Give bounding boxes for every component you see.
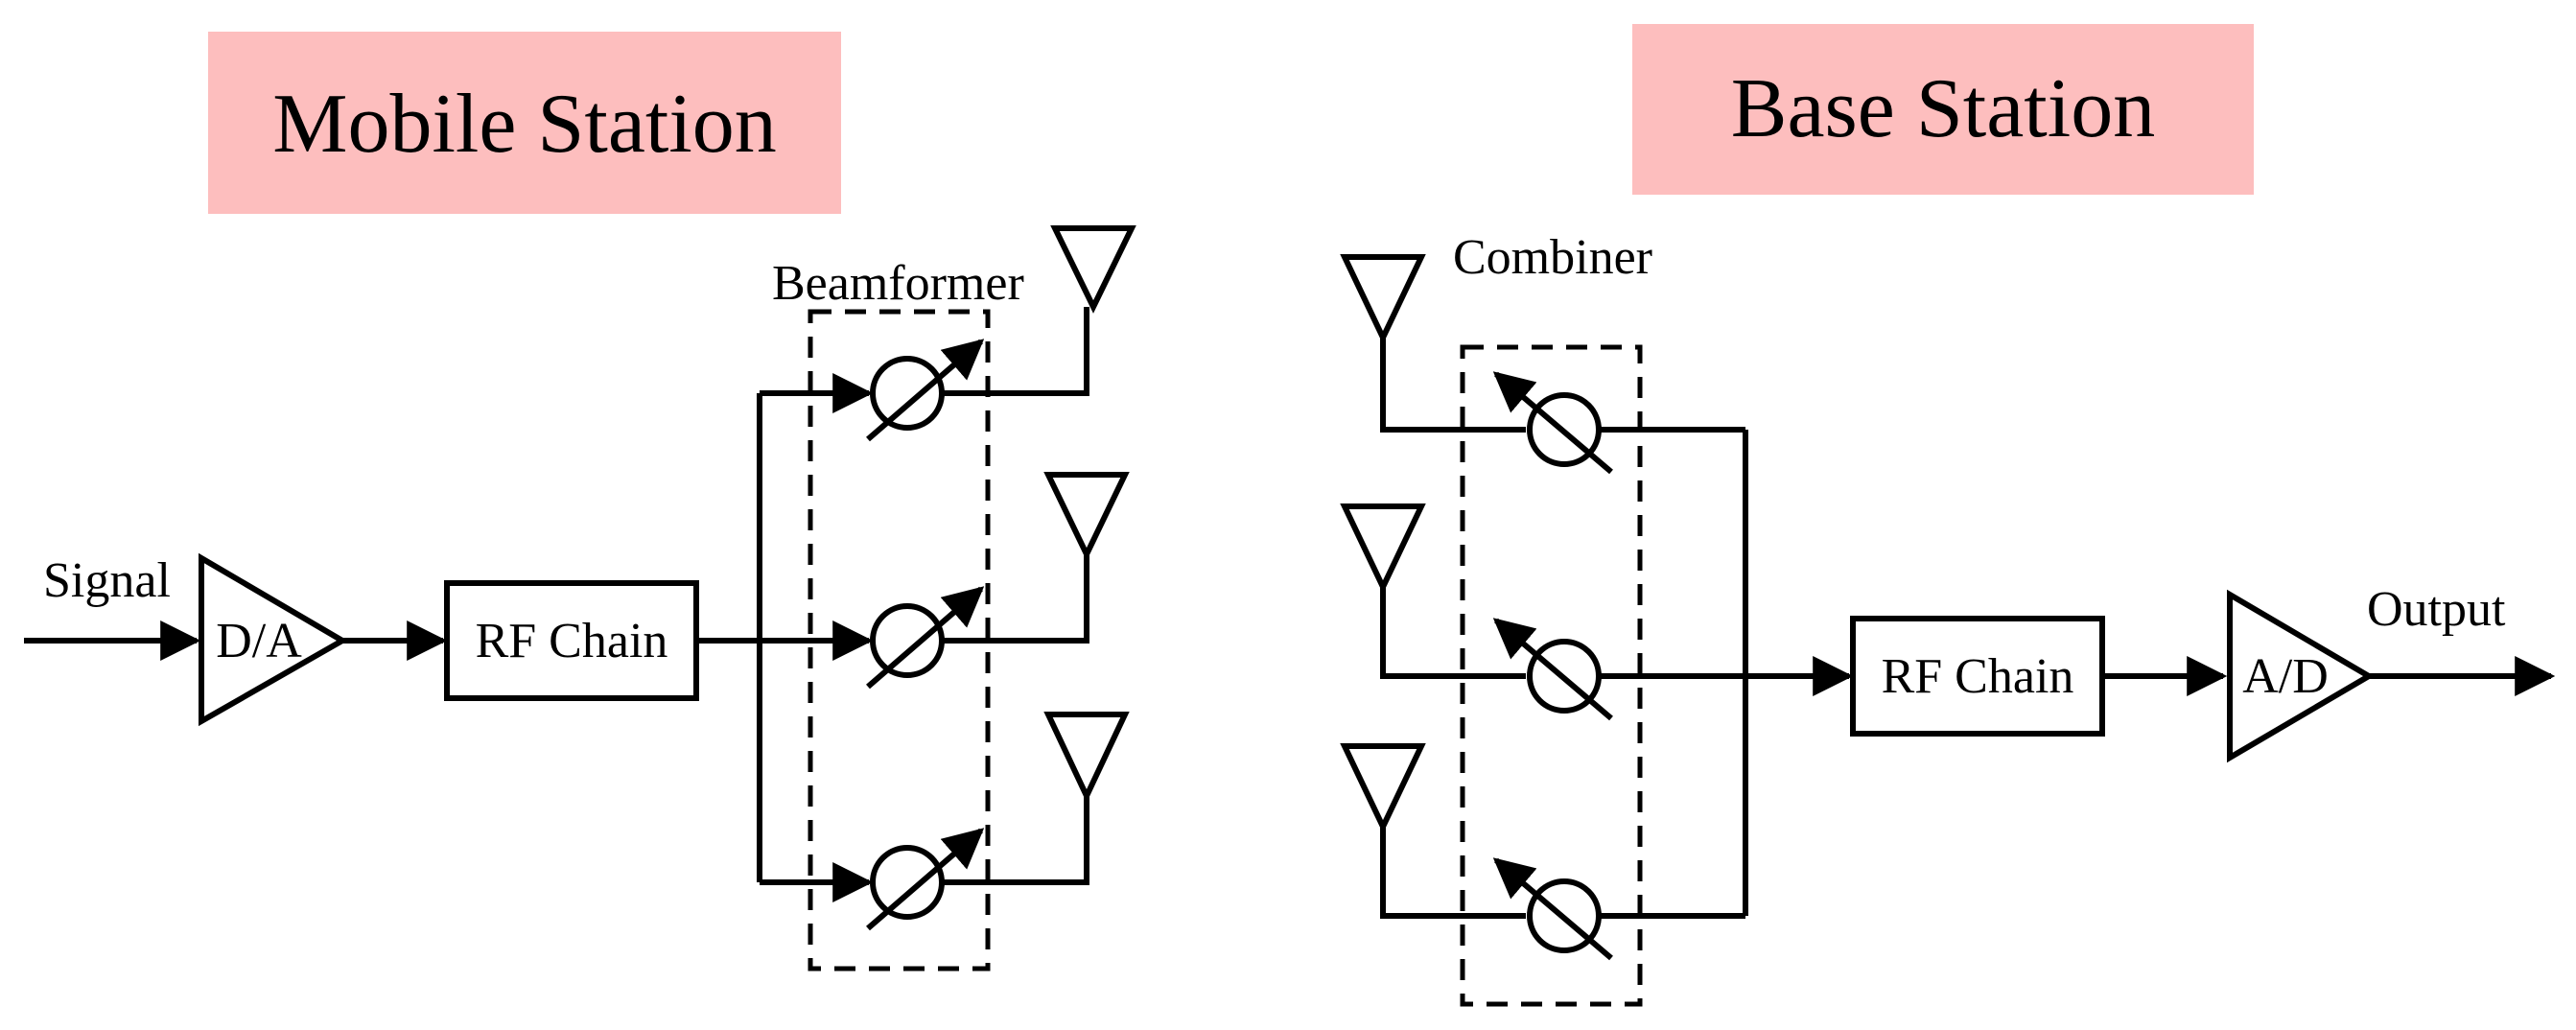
adc-label: A/D xyxy=(2242,649,2329,704)
mobile-station-header xyxy=(208,32,841,214)
base-station-section: Base Station Combiner RF Chain A/D xyxy=(1340,24,2556,1007)
base-rf-chain-block xyxy=(1850,616,2105,737)
mobile-station-section: Mobile Station Signal D/A RF Chain Beamf… xyxy=(24,32,1136,971)
tx-antenna-3-icon xyxy=(1043,712,1130,804)
combiner-label: Combiner xyxy=(1453,230,1652,285)
combiner-shifter-2-arrow xyxy=(1492,618,1613,721)
rx-antenna-1-icon xyxy=(1340,254,1426,344)
mobile-rf-chain-label: RF Chain xyxy=(476,614,668,668)
rx-antenna-2-icon xyxy=(1340,503,1426,594)
phase-shifter-3-icon xyxy=(870,845,945,920)
phase-shifter-2-icon xyxy=(870,603,945,678)
dac-amplifier-icon xyxy=(199,552,348,727)
mobile-rf-chain-block xyxy=(444,580,699,701)
tx-antenna-2-icon xyxy=(1043,472,1130,561)
rx-branch-1-input xyxy=(1380,338,1526,433)
output-label: Output xyxy=(2367,582,2506,637)
beamformer-label: Beamformer xyxy=(772,256,1024,311)
adc-amplifier-icon xyxy=(2227,589,2375,763)
phase-shifter-3-arrow xyxy=(866,828,985,931)
phase-shifter-2-arrow xyxy=(866,586,985,690)
signal-label: Signal xyxy=(43,553,171,608)
mobile-station-title: Mobile Station xyxy=(272,78,777,171)
tx-antenna-1-icon xyxy=(1050,225,1136,314)
base-station-title: Base Station xyxy=(1731,62,2155,155)
beamformer-box xyxy=(808,309,991,971)
base-rf-chain-label: RF Chain xyxy=(1882,649,2074,704)
branch-2-output xyxy=(942,554,1089,644)
phase-shifter-1-arrow xyxy=(866,339,985,442)
rx-antenna-3-icon xyxy=(1340,743,1426,833)
branch-3-output xyxy=(942,796,1089,885)
rx-branch-3-input xyxy=(1380,827,1526,919)
combiner-shifter-3-arrow xyxy=(1492,857,1613,961)
combiner-box xyxy=(1460,344,1643,1007)
phase-shifter-1-icon xyxy=(870,356,945,431)
branch-1-output xyxy=(942,307,1089,396)
base-station-header xyxy=(1632,24,2254,195)
dac-label: D/A xyxy=(216,614,302,668)
rx-branch-2-input xyxy=(1380,587,1526,679)
combiner-shifter-1-arrow xyxy=(1492,371,1613,475)
